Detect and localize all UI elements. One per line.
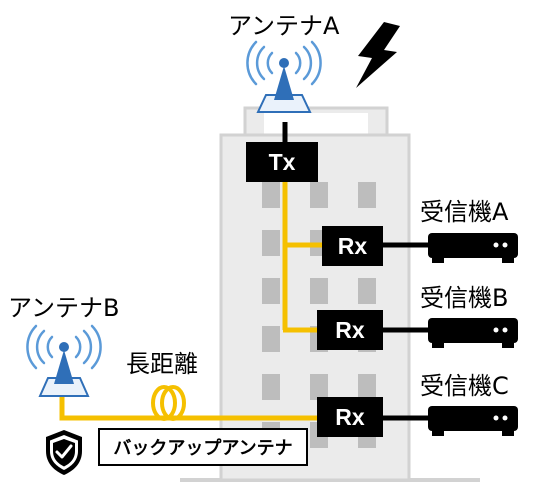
- backup-antenna-label: バックアップアンテナ: [98, 428, 308, 466]
- receiver-icon: [428, 318, 518, 348]
- receiver-icon: [428, 406, 518, 436]
- rx-box-c: Rx: [317, 397, 383, 437]
- receiver-a-label: 受信機A: [420, 198, 509, 226]
- signal-lines: [282, 122, 428, 421]
- rx-box-a: Rx: [322, 226, 383, 266]
- antenna-a-label: アンテナA: [228, 12, 340, 40]
- antenna-a-icon: [246, 40, 322, 113]
- antenna-b-icon: [26, 324, 102, 397]
- rx-box-b: Rx: [317, 310, 383, 350]
- shield-check-icon: [46, 430, 82, 475]
- antenna-b-label: アンテナB: [8, 294, 120, 322]
- receiver-icon: [428, 233, 518, 263]
- long-distance-label: 長距離: [126, 350, 198, 378]
- tx-box: Tx: [246, 142, 318, 182]
- lightning-icon: [356, 22, 400, 88]
- coil-icon: [151, 385, 186, 421]
- receiver-b-label: 受信機B: [420, 284, 509, 312]
- receiver-c-label: 受信機C: [420, 372, 509, 400]
- cable-lines: [59, 178, 322, 421]
